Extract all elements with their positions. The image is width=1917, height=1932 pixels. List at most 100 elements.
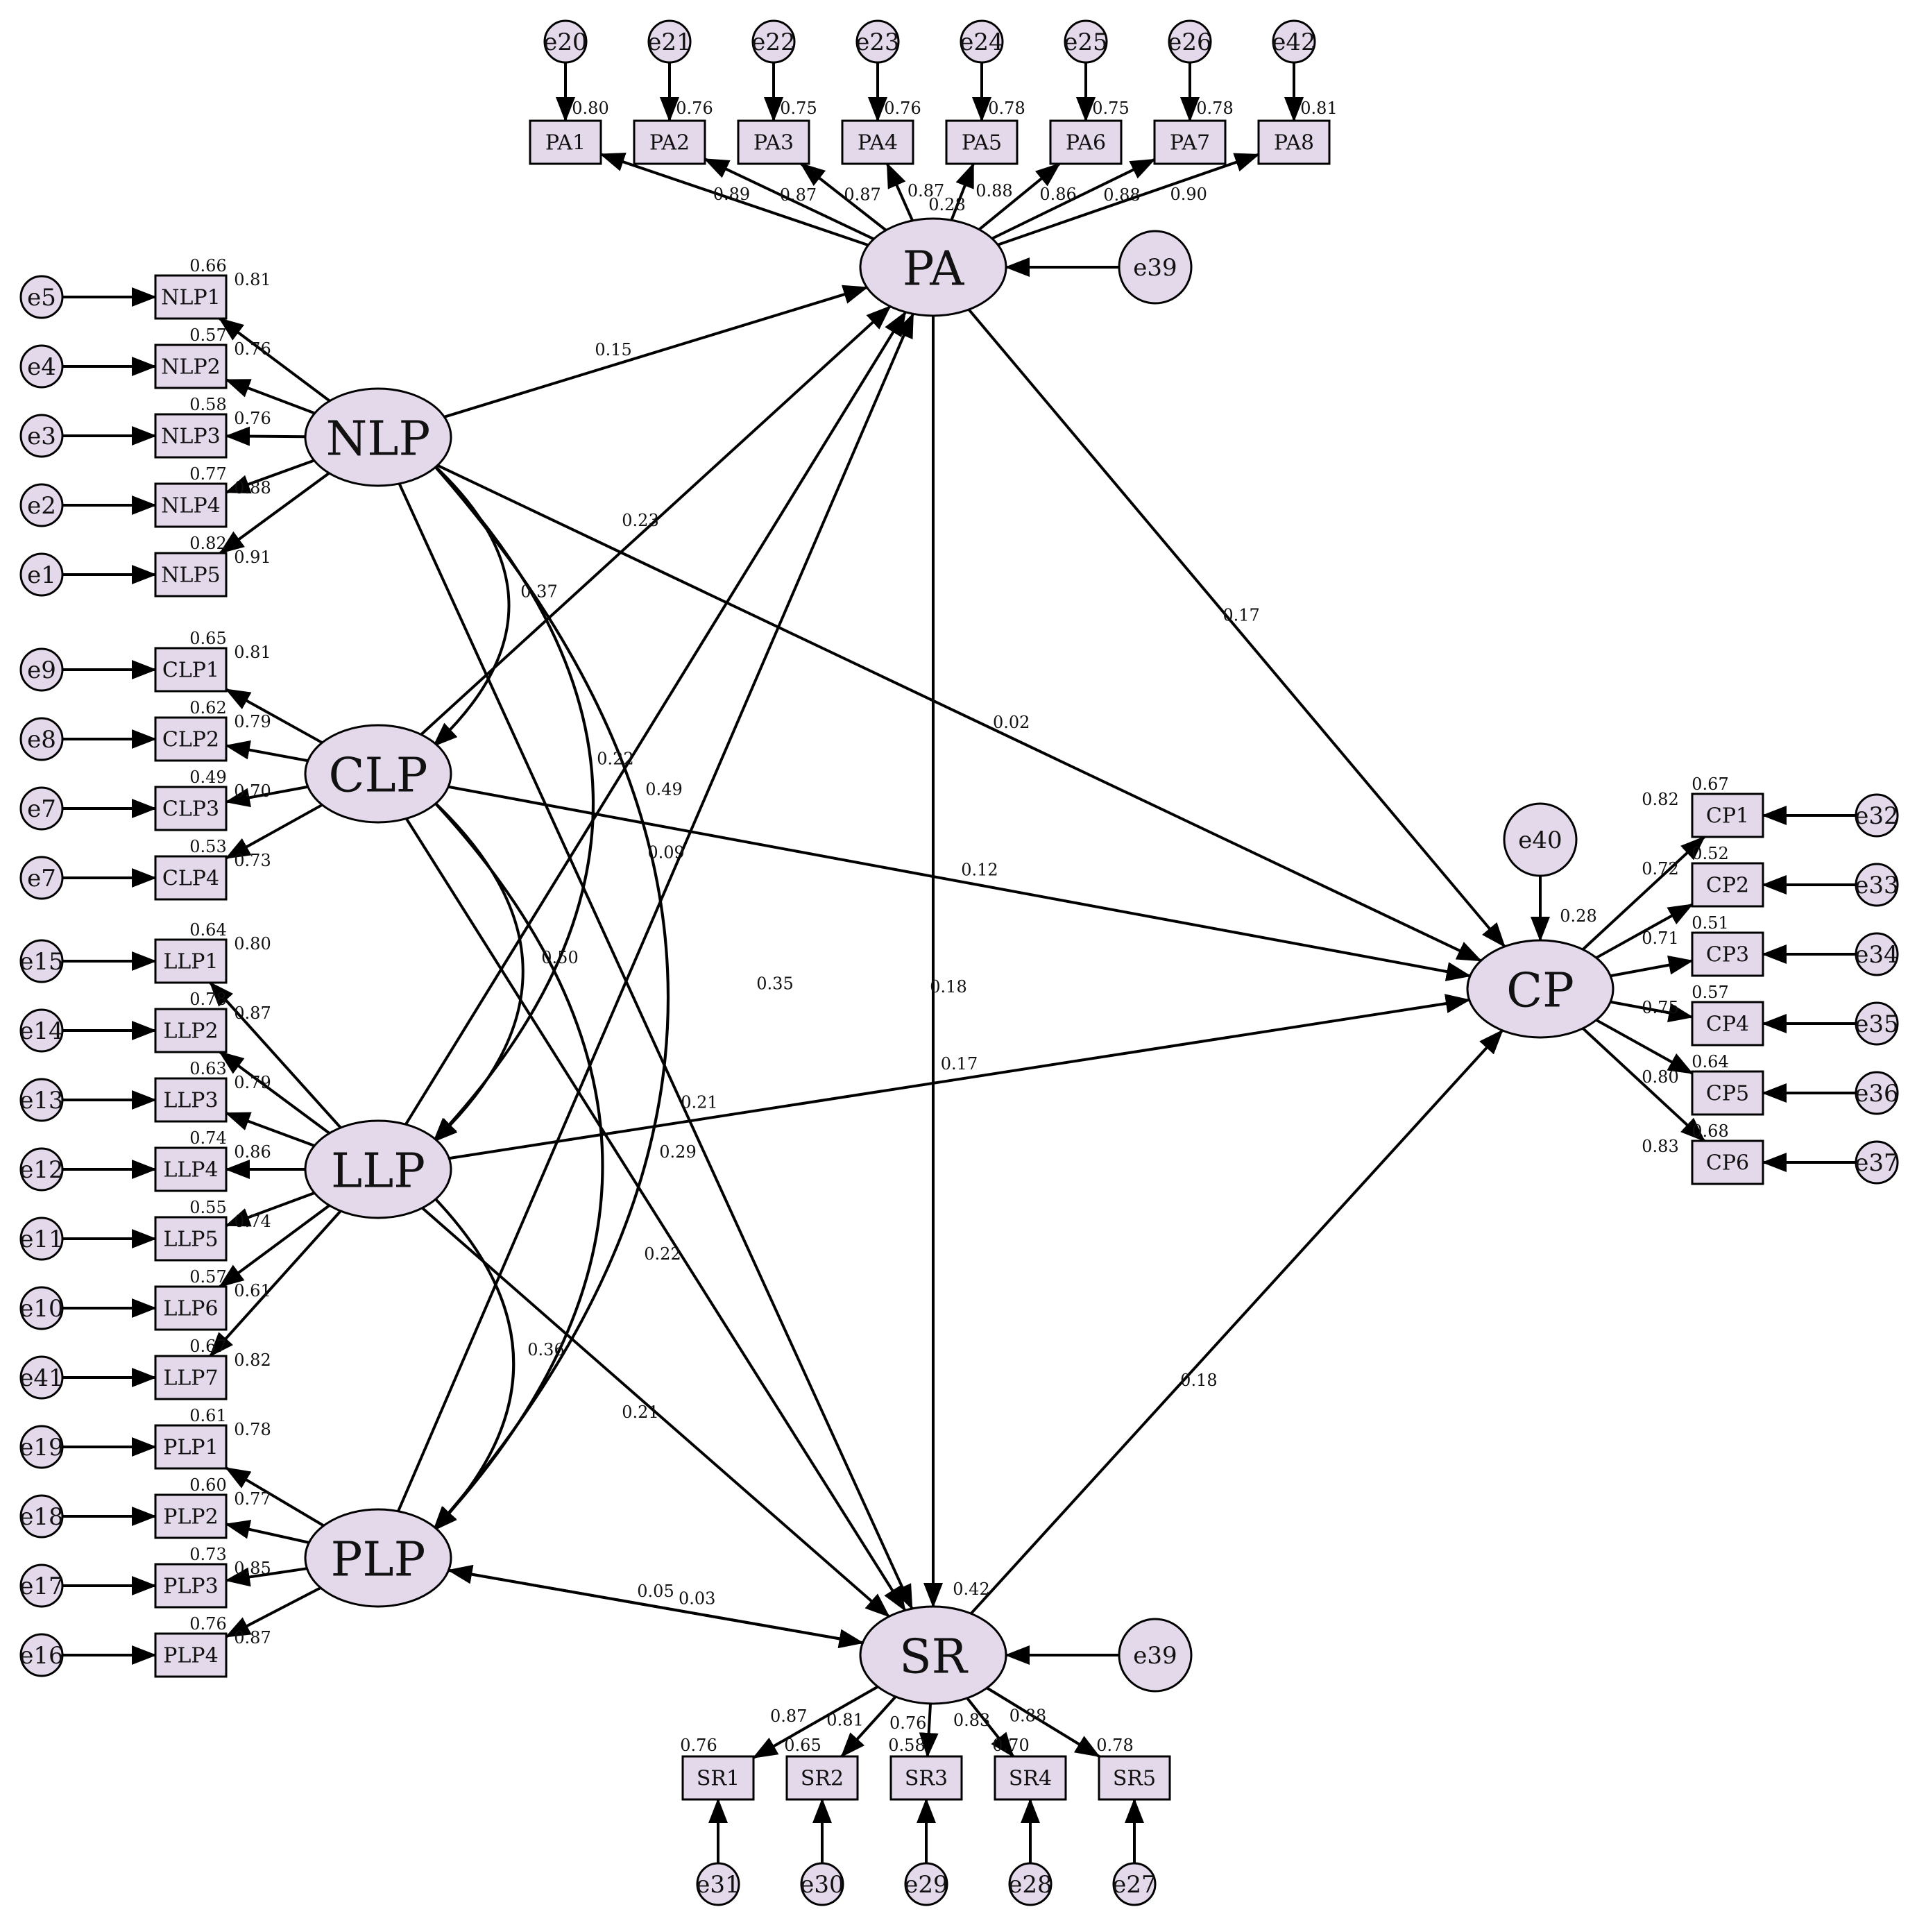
loading-arrow-clp3 xyxy=(225,785,309,808)
loading-arrow-llp7 xyxy=(209,1210,342,1357)
error-circle-e33-cp2 xyxy=(1855,863,1899,907)
loading-label-plp1: 0.78 xyxy=(234,1420,271,1439)
loading-arrow-plp1 xyxy=(225,1466,325,1527)
indicator-label-llp1: LLP1 xyxy=(163,950,218,974)
path-coef-clp-to-pa: 0.23 xyxy=(622,511,658,530)
loading-arrow-plp4 xyxy=(225,1586,322,1638)
loading-arrow-pa4 xyxy=(885,162,914,221)
error-circle-e41-llp7 xyxy=(19,1355,64,1400)
path-coef-pa-to-cp: 0.17 xyxy=(1222,606,1259,625)
indicator-label-cp6: CP6 xyxy=(1706,1151,1749,1176)
error-label-nlp3: e3 xyxy=(27,423,56,450)
error-label-pa2: e21 xyxy=(647,28,691,56)
indicator-label-cp3: CP3 xyxy=(1706,943,1749,967)
indicator-box-nlp3 xyxy=(154,413,228,459)
error-label-nlp5: e1 xyxy=(27,561,56,589)
loading-label-pa2: 0.87 xyxy=(780,185,817,205)
path-coef-clp-to-cp: 0.12 xyxy=(961,860,998,879)
error-circle-e35-cp4 xyxy=(1855,1001,1899,1046)
indicator-label-sr3: SR3 xyxy=(905,1767,948,1791)
r2-label-llp2: 0.78 xyxy=(189,990,226,1009)
r2-label-clp3: 0.49 xyxy=(189,768,226,787)
r2-label-cp2: 0.52 xyxy=(1692,844,1728,863)
indicator-label-nlp2: NLP2 xyxy=(161,355,220,380)
indicator-box-cp2 xyxy=(1691,862,1764,908)
indicator-label-clp1: CLP1 xyxy=(162,659,219,683)
indicator-box-cp3 xyxy=(1691,931,1764,977)
loading-arrow-plp2 xyxy=(225,1520,309,1544)
error-label-nlp4: e2 xyxy=(27,492,56,520)
error-label-llp3: e13 xyxy=(19,1087,63,1115)
loading-label-nlp4: 0.88 xyxy=(234,478,271,498)
loading-arrow-nlp5 xyxy=(219,472,330,554)
error-label-llp5: e11 xyxy=(19,1226,63,1253)
error-circle-e11-llp5 xyxy=(19,1217,64,1261)
indicator-label-plp1: PLP1 xyxy=(163,1436,218,1460)
indicator-label-pa7: PA7 xyxy=(1170,131,1210,155)
r2-label-cp5: 0.64 xyxy=(1692,1052,1728,1071)
path-coef-llp-to-cp: 0.17 xyxy=(941,1054,978,1074)
indicator-label-pa3: PA3 xyxy=(753,131,794,155)
path-coef-llp-to-pa: 0.22 xyxy=(597,749,633,769)
error-circle-e16-plp4 xyxy=(19,1633,64,1677)
loading-label-llp2: 0.87 xyxy=(234,1003,271,1023)
loading-arrow-pa7 xyxy=(991,158,1156,240)
disturbance-label-pa: e39 xyxy=(1133,254,1177,282)
loading-arrow-pa2 xyxy=(704,158,875,241)
loading-label-pa4: 0.87 xyxy=(908,181,944,201)
error-label-sr3: e29 xyxy=(904,1871,948,1899)
r2-label-pa3: 0.75 xyxy=(780,99,817,118)
error-label-llp6: e10 xyxy=(19,1295,63,1323)
loading-label-llp1: 0.80 xyxy=(234,934,271,954)
latent-label-llp: LLP xyxy=(331,1144,425,1199)
indicator-label-cp2: CP2 xyxy=(1706,874,1749,898)
loading-arrow-nlp3 xyxy=(225,426,306,446)
r2-label-pa1: 0.80 xyxy=(572,99,608,118)
r2-label-clp1: 0.65 xyxy=(189,629,226,648)
path-arrow-llp-to-cp xyxy=(448,994,1471,1160)
indicator-box-nlp5 xyxy=(154,552,228,598)
r2-label-nlp3: 0.58 xyxy=(189,395,226,414)
disturbance-circle-sr xyxy=(1118,1618,1193,1693)
error-label-cp1: e32 xyxy=(1855,802,1898,830)
error-label-pa4: e23 xyxy=(855,28,899,56)
loading-arrow-sr3 xyxy=(919,1703,939,1758)
error-circle-e31-sr1 xyxy=(696,1862,740,1906)
error-circle-e7-clp3 xyxy=(19,786,64,831)
latent-label-cp: CP xyxy=(1506,964,1574,1019)
path-arrow-sr-to-cp xyxy=(970,1029,1503,1615)
loading-label-pa8: 0.90 xyxy=(1170,185,1207,204)
indicator-box-clp3 xyxy=(154,786,228,831)
indicator-box-clp4 xyxy=(154,855,228,901)
indicator-box-cp5 xyxy=(1691,1070,1764,1116)
error-label-llp2: e14 xyxy=(19,1017,63,1045)
loading-label-nlp5: 0.91 xyxy=(234,548,271,567)
error-circle-e15-llp1 xyxy=(19,939,64,983)
r2-label-plp2: 0.60 xyxy=(189,1475,226,1495)
error-circle-e32-cp1 xyxy=(1855,793,1899,838)
indicator-box-pa6 xyxy=(1049,119,1123,165)
indicator-box-cp6 xyxy=(1691,1139,1764,1185)
loading-label-plp4: 0.87 xyxy=(234,1628,271,1647)
error-circle-e30-sr2 xyxy=(800,1862,844,1906)
loading-arrow-sr5 xyxy=(986,1686,1100,1758)
loading-arrow-plp3 xyxy=(225,1567,307,1587)
labels-layer: PA1e200.800.89PA2e210.760.87PA3e220.750.… xyxy=(19,28,1898,1899)
loading-arrow-clp4 xyxy=(225,804,323,860)
indicator-box-pa1 xyxy=(529,119,602,165)
loading-arrow-sr4 xyxy=(966,1697,1015,1758)
r2-label-sr1: 0.76 xyxy=(680,1736,717,1755)
loading-arrow-cp3 xyxy=(1610,955,1694,978)
error-label-nlp2: e4 xyxy=(27,353,56,381)
error-circle-e9-clp1 xyxy=(19,647,64,692)
indicator-label-cp1: CP1 xyxy=(1706,804,1749,829)
indicator-box-llp1 xyxy=(154,938,228,984)
loading-arrow-pa3 xyxy=(800,162,887,232)
error-label-plp4: e16 xyxy=(19,1642,63,1670)
latent-ellipse-cp xyxy=(1466,939,1614,1039)
path-arrow-plp-to-pa xyxy=(397,312,914,1512)
edges-layer xyxy=(62,62,1856,1863)
error-label-pa1: e20 xyxy=(543,28,587,56)
indicator-label-llp2: LLP2 xyxy=(163,1019,218,1044)
